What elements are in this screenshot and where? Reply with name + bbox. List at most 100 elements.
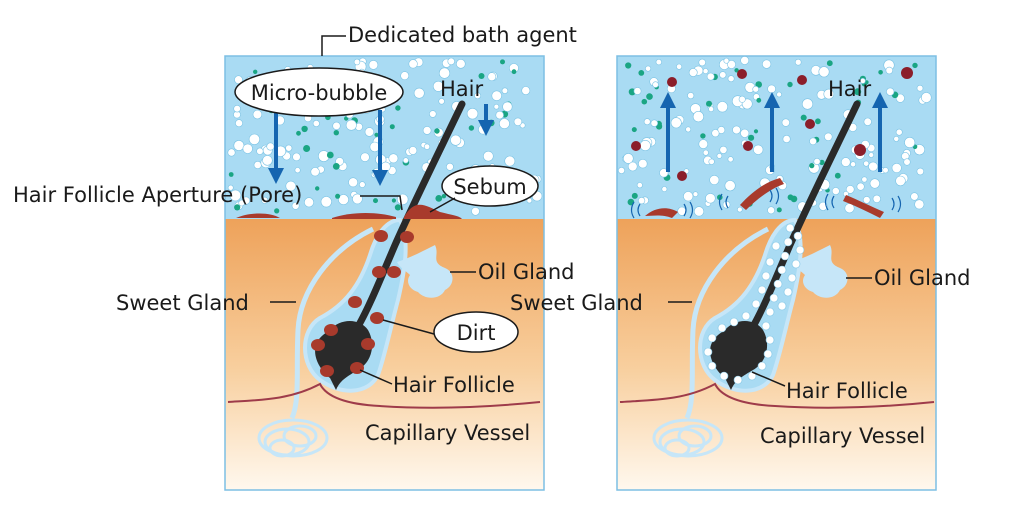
micro-bubble — [920, 92, 932, 103]
micro-bubble — [233, 104, 241, 113]
right-panel: Hair Oil Gland Sweet Gland Hair Follicle… — [510, 55, 971, 491]
micro-bubble — [729, 317, 739, 327]
label-dirt: Dirt — [457, 321, 496, 345]
micro-bubble — [227, 148, 236, 157]
capillary-vessel — [619, 382, 935, 409]
vibration-waves — [630, 187, 902, 219]
micro-bubble — [622, 153, 634, 164]
micro-bubble — [455, 58, 466, 69]
micro-bubble — [698, 139, 709, 149]
micro-bubble — [692, 191, 699, 197]
label-hair-follicle-left: Hair Follicle — [393, 373, 515, 397]
bath-agent-dot — [301, 125, 308, 133]
micro-bubble — [751, 299, 761, 309]
micro-bubble — [659, 168, 669, 178]
micro-bubble — [655, 58, 662, 66]
micro-bubble — [716, 101, 729, 113]
micro-bubble — [732, 125, 741, 135]
micro-bubble — [719, 145, 728, 154]
micro-bubble — [676, 63, 683, 70]
micro-bubble — [447, 57, 455, 66]
bath-agent-dot — [734, 68, 739, 73]
sebum-deposit — [404, 204, 462, 219]
bath-agent-dot — [776, 207, 782, 213]
bath-agent-dot — [748, 134, 755, 141]
bath-agent-dot — [753, 129, 759, 134]
micro-bubble — [738, 95, 746, 103]
micro-bubble — [717, 323, 727, 333]
micro-bubble — [688, 68, 698, 77]
micro-bubble — [450, 134, 462, 146]
label-capillary-vessel-right: Capillary Vessel — [760, 424, 925, 448]
micro-bubble — [765, 335, 775, 345]
micro-bubble — [703, 347, 713, 357]
micro-bubble — [781, 118, 790, 127]
label-hair-right: Hair — [828, 77, 871, 101]
micro-bubble — [769, 293, 779, 303]
label-hair-left: Hair — [440, 77, 483, 101]
micro-bubble — [709, 175, 720, 186]
micro-bubble — [368, 60, 379, 70]
micro-bubble — [338, 194, 349, 205]
bath-agent-dot — [234, 204, 241, 211]
micro-bubble — [818, 66, 830, 78]
micro-bubble — [757, 361, 767, 371]
bubbles — [617, 56, 932, 217]
down-arrows — [268, 104, 494, 186]
bath-agent-dot — [389, 124, 395, 130]
micro-bubble — [862, 196, 871, 204]
micro-bubble — [872, 194, 881, 203]
micro-bubble — [777, 301, 787, 311]
micro-bubble — [617, 167, 625, 175]
micro-bubble — [702, 149, 709, 156]
micro-bubble — [400, 71, 410, 81]
micro-bubble — [438, 98, 445, 105]
label-hair-follicle-right: Hair Follicle — [786, 379, 908, 403]
micro-bubble — [234, 75, 243, 84]
micro-bubble — [761, 321, 771, 331]
micro-bubble — [438, 67, 451, 79]
micro-bubble — [482, 150, 494, 162]
micro-bubble — [513, 117, 523, 127]
micro-bubble — [235, 119, 243, 128]
label-sebum: Sebum — [453, 175, 526, 199]
micro-bubble — [776, 91, 782, 98]
micro-bubble — [765, 257, 775, 267]
micro-bubble — [345, 119, 357, 131]
bath-agent-dot — [441, 194, 447, 199]
micro-bubble — [292, 152, 301, 162]
micro-bubble — [859, 78, 866, 84]
micro-bubble — [910, 192, 919, 201]
micro-bubble — [285, 180, 297, 192]
label-micro-bubble: Micro-bubble — [251, 81, 388, 105]
micro-bubble — [767, 84, 776, 94]
micro-bubble-callout — [234, 67, 404, 117]
micro-bubble — [262, 155, 273, 166]
follicle-micro-bubbles — [703, 223, 805, 385]
micro-bubble — [491, 90, 502, 101]
micro-bubble — [895, 93, 905, 103]
bath-agent-dot — [478, 73, 485, 79]
micro-bubble — [719, 71, 727, 79]
bath-agent-dot — [631, 192, 638, 199]
leader-line — [360, 195, 403, 211]
up-arrows — [660, 92, 888, 172]
micro-bubble — [504, 155, 516, 167]
micro-bubble — [408, 146, 418, 155]
hair-shaft — [747, 100, 861, 334]
micro-bubble — [793, 231, 803, 241]
leader-line — [429, 197, 456, 213]
leader-line — [359, 369, 393, 385]
micro-bubble — [445, 162, 454, 171]
sebum-deposit — [332, 212, 396, 219]
micro-bubble — [903, 158, 911, 166]
bath-agent-dot — [500, 59, 505, 65]
micro-bubble — [785, 223, 795, 233]
micro-bubble — [863, 160, 870, 167]
micro-bubble — [248, 133, 260, 145]
micro-bubble — [886, 87, 895, 96]
micro-bubble — [261, 196, 269, 204]
lifted-sebum — [843, 195, 884, 218]
micro-bubble — [432, 80, 444, 92]
